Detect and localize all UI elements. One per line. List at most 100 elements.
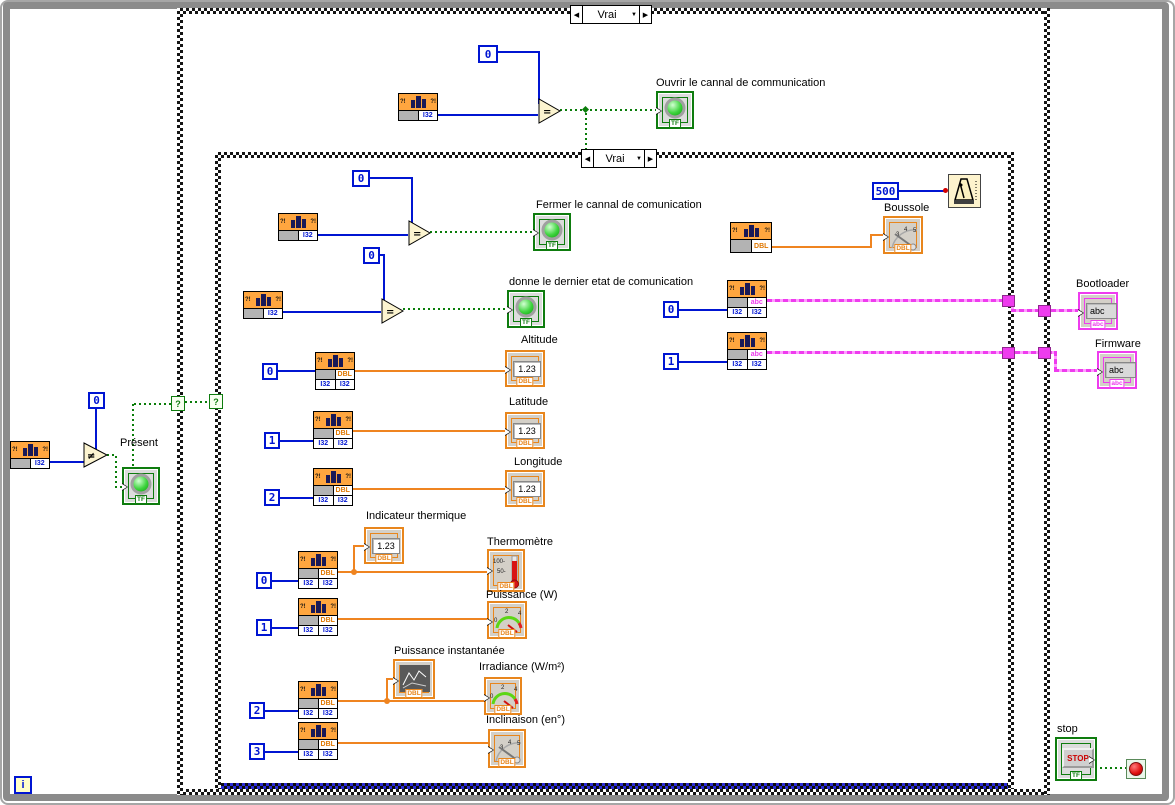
svg-text:=: =	[543, 107, 551, 118]
numeric-constant-500[interactable]: 500	[872, 182, 899, 200]
wire-dbl	[353, 430, 505, 432]
numeric-constant-0[interactable]: 0	[256, 572, 272, 589]
wire-bool	[1100, 767, 1127, 769]
wire-i32	[438, 114, 538, 116]
case-next-icon[interactable]: ▶	[639, 6, 651, 23]
outer-case-selector-terminal[interactable]: ?	[171, 396, 185, 411]
not-equal-node[interactable]: ≠	[83, 442, 109, 468]
subvi-present-status[interactable]: ?!?! I32	[10, 441, 50, 469]
tunnel-string[interactable]	[1002, 347, 1015, 359]
input-arrow-icon	[393, 677, 403, 685]
gauge-indicator-inclinaison[interactable]: 3 4 5 DBL	[488, 729, 526, 768]
case-next-icon[interactable]: ▶	[644, 150, 656, 167]
led-indicator-donne[interactable]: TF	[507, 290, 545, 328]
subvi-close-status[interactable]: ?!?! I32	[278, 213, 318, 241]
wire-dbl	[338, 618, 488, 620]
numeric-constant-2[interactable]: 2	[264, 489, 280, 506]
waveform-chart-puissance-instantanee[interactable]: DBL	[393, 659, 435, 699]
string-indicator-firmware[interactable]: abc abc	[1097, 351, 1137, 389]
wire-bool	[115, 486, 124, 488]
outer-case-border-bottom	[177, 789, 1050, 795]
stop-button[interactable]: STOP TF	[1055, 737, 1097, 781]
coercion-dot	[943, 188, 948, 193]
numeric-constant-0[interactable]: 0	[478, 45, 498, 63]
input-arrow-icon	[364, 543, 374, 551]
numeric-constant-0[interactable]: 0	[363, 247, 380, 264]
svg-text:4: 4	[514, 687, 518, 693]
wire-bool	[560, 109, 656, 111]
tunnel-string[interactable]	[1002, 295, 1015, 307]
subvi-last-state[interactable]: ?!?! I32	[243, 291, 283, 319]
gauge-indicator-irradiance[interactable]: 0 2 4 DBL	[484, 677, 522, 715]
numeric-constant-0[interactable]: 0	[88, 392, 105, 409]
equal-node[interactable]: =	[538, 98, 562, 124]
svg-text:2: 2	[505, 609, 509, 615]
tunnel-string[interactable]	[1038, 305, 1051, 317]
building-icon	[22, 444, 38, 456]
wire-i32	[498, 51, 540, 53]
equal-node[interactable]: =	[381, 298, 405, 324]
wire-junction	[351, 569, 357, 575]
inner-case-selector[interactable]: ◀ Vrai ▼ ▶	[581, 149, 657, 168]
subvi-open-status[interactable]: ?!?! I32	[398, 93, 438, 121]
input-arrow-icon	[507, 306, 517, 314]
wire-dbl	[386, 678, 394, 680]
loop-condition-terminal[interactable]	[1126, 759, 1146, 779]
wait-ms-node[interactable]	[948, 174, 981, 208]
stop-condition-icon	[1129, 762, 1143, 776]
equal-node[interactable]: =	[408, 220, 432, 246]
wire-dbl	[386, 679, 388, 701]
numeric-constant-1[interactable]: 1	[264, 432, 280, 449]
fermer-label: Fermer le cannal de comunication	[536, 199, 702, 211]
wire-string	[1054, 351, 1057, 371]
numeric-constant-1[interactable]: 1	[663, 353, 679, 370]
svg-text:≠: ≠	[87, 451, 95, 462]
numeric-constant-0[interactable]: 0	[663, 301, 679, 318]
case-dropdown-icon[interactable]: ▼	[631, 11, 637, 18]
case-prev-icon[interactable]: ◀	[582, 150, 594, 167]
tunnel-string[interactable]	[1038, 347, 1051, 359]
wire-dbl	[355, 370, 505, 372]
case-prev-icon[interactable]: ◀	[571, 6, 583, 23]
subvi-boussole[interactable]: ?!?! DBL	[730, 222, 772, 253]
numeric-indicator-latitude[interactable]: 1.23 DBL	[505, 412, 545, 449]
wire-dbl	[338, 571, 489, 573]
string-indicator-bootloader[interactable]: abc abc	[1078, 292, 1118, 330]
outer-case-selector[interactable]: ◀ Vrai ▼ ▶	[570, 5, 652, 24]
chart-icon	[400, 665, 430, 692]
numeric-indicator-longitude[interactable]: 1.23 DBL	[505, 470, 545, 507]
led-icon	[130, 473, 152, 495]
numeric-constant-0[interactable]: 0	[352, 170, 370, 187]
altitude-label: Altitude	[521, 334, 558, 346]
numeric-indicator-altitude[interactable]: 1.23 DBL	[505, 350, 545, 387]
numeric-constant-2[interactable]: 2	[249, 702, 265, 719]
thermometer-indicator[interactable]: 100- 50- DBL	[487, 549, 525, 592]
led-indicator-fermer[interactable]: TF	[533, 213, 571, 251]
numeric-constant-0[interactable]: 0	[262, 363, 278, 380]
inner-case-selector-terminal[interactable]: ?	[209, 394, 223, 409]
svg-text:4: 4	[508, 740, 512, 746]
led-indicator-ouvrir[interactable]: TF	[656, 91, 694, 129]
numeric-indicator-thermique[interactable]: 1.23 DBL	[364, 527, 404, 564]
gauge-indicator-boussole[interactable]: 3 4 5 DBL	[883, 216, 923, 254]
led-indicator-present[interactable]: TF	[122, 467, 160, 505]
wire-bool	[585, 113, 587, 152]
numeric-constant-1[interactable]: 1	[256, 619, 272, 636]
svg-text:4: 4	[518, 611, 522, 617]
gauge-indicator-puissance[interactable]: 0 2 4 DBL	[487, 601, 527, 639]
numeric-constant-3[interactable]: 3	[249, 743, 265, 760]
loop-iteration-terminal[interactable]: i	[14, 776, 32, 794]
wire-dbl	[772, 246, 872, 248]
case-dropdown-icon[interactable]: ▼	[636, 155, 642, 162]
wire-bool	[430, 231, 533, 233]
